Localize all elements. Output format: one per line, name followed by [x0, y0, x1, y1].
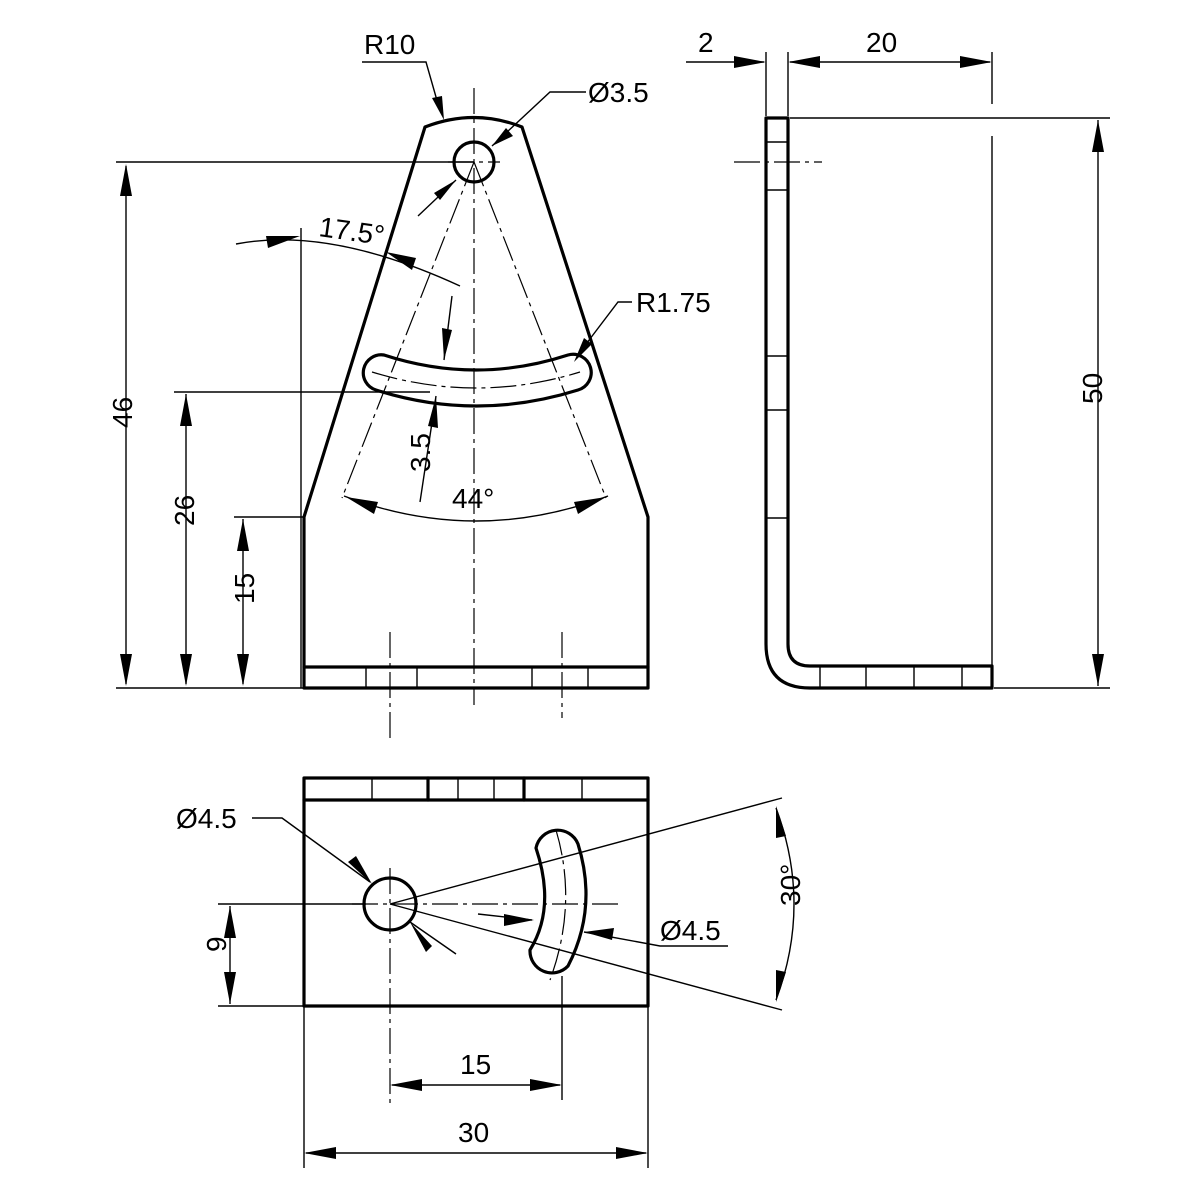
side-leg-ticks: [766, 141, 963, 688]
dim-top-angle: 30°: [775, 864, 806, 906]
front-right-radial-centerline: [473, 161, 607, 499]
dim-angle-slot: 17.5°: [317, 211, 386, 251]
side-view: 2 20 50: [686, 27, 1110, 690]
dim-depth: 20: [866, 27, 897, 58]
front-view: R10 Ø3.5 17.5° R1.75 46 26: [107, 29, 711, 742]
dim-overall-height: 46: [107, 397, 138, 428]
front-left-radial-centerline: [341, 161, 475, 499]
front-outline: [302, 115, 650, 690]
top-curved-slot: [528, 828, 588, 975]
dim-hole-offset: 9: [201, 936, 232, 952]
dim-top-hole-dia: Ø4.5: [176, 803, 237, 834]
dim-sweep-angle: 44°: [452, 483, 494, 514]
dim-slot-width: 3.5: [405, 433, 436, 472]
dim-base-height: 15: [229, 573, 260, 604]
dim-slot-radius: R1.75: [636, 287, 711, 318]
dim-hole-spacing: 15: [460, 1049, 491, 1080]
dim-slot-height: 26: [169, 495, 200, 526]
top-outline: [302, 776, 650, 1008]
dim-top-slot-dia: Ø4.5: [660, 915, 721, 946]
dim-thickness: 2: [698, 27, 714, 58]
dim-height: 50: [1077, 373, 1108, 404]
front-curved-slot: [361, 352, 593, 408]
front-slot-arc-centerline: [371, 371, 581, 389]
dim-r10: R10: [364, 29, 415, 60]
side-outline: [764, 116, 994, 690]
dim-hole-dia-front: Ø3.5: [588, 77, 649, 108]
top-flange-ticks: [371, 778, 583, 800]
dim-width: 30: [458, 1117, 489, 1148]
flange-ticks: [365, 667, 589, 688]
top-view: 30° Ø4.5 Ø4.5 9 15 30: [176, 776, 806, 1168]
